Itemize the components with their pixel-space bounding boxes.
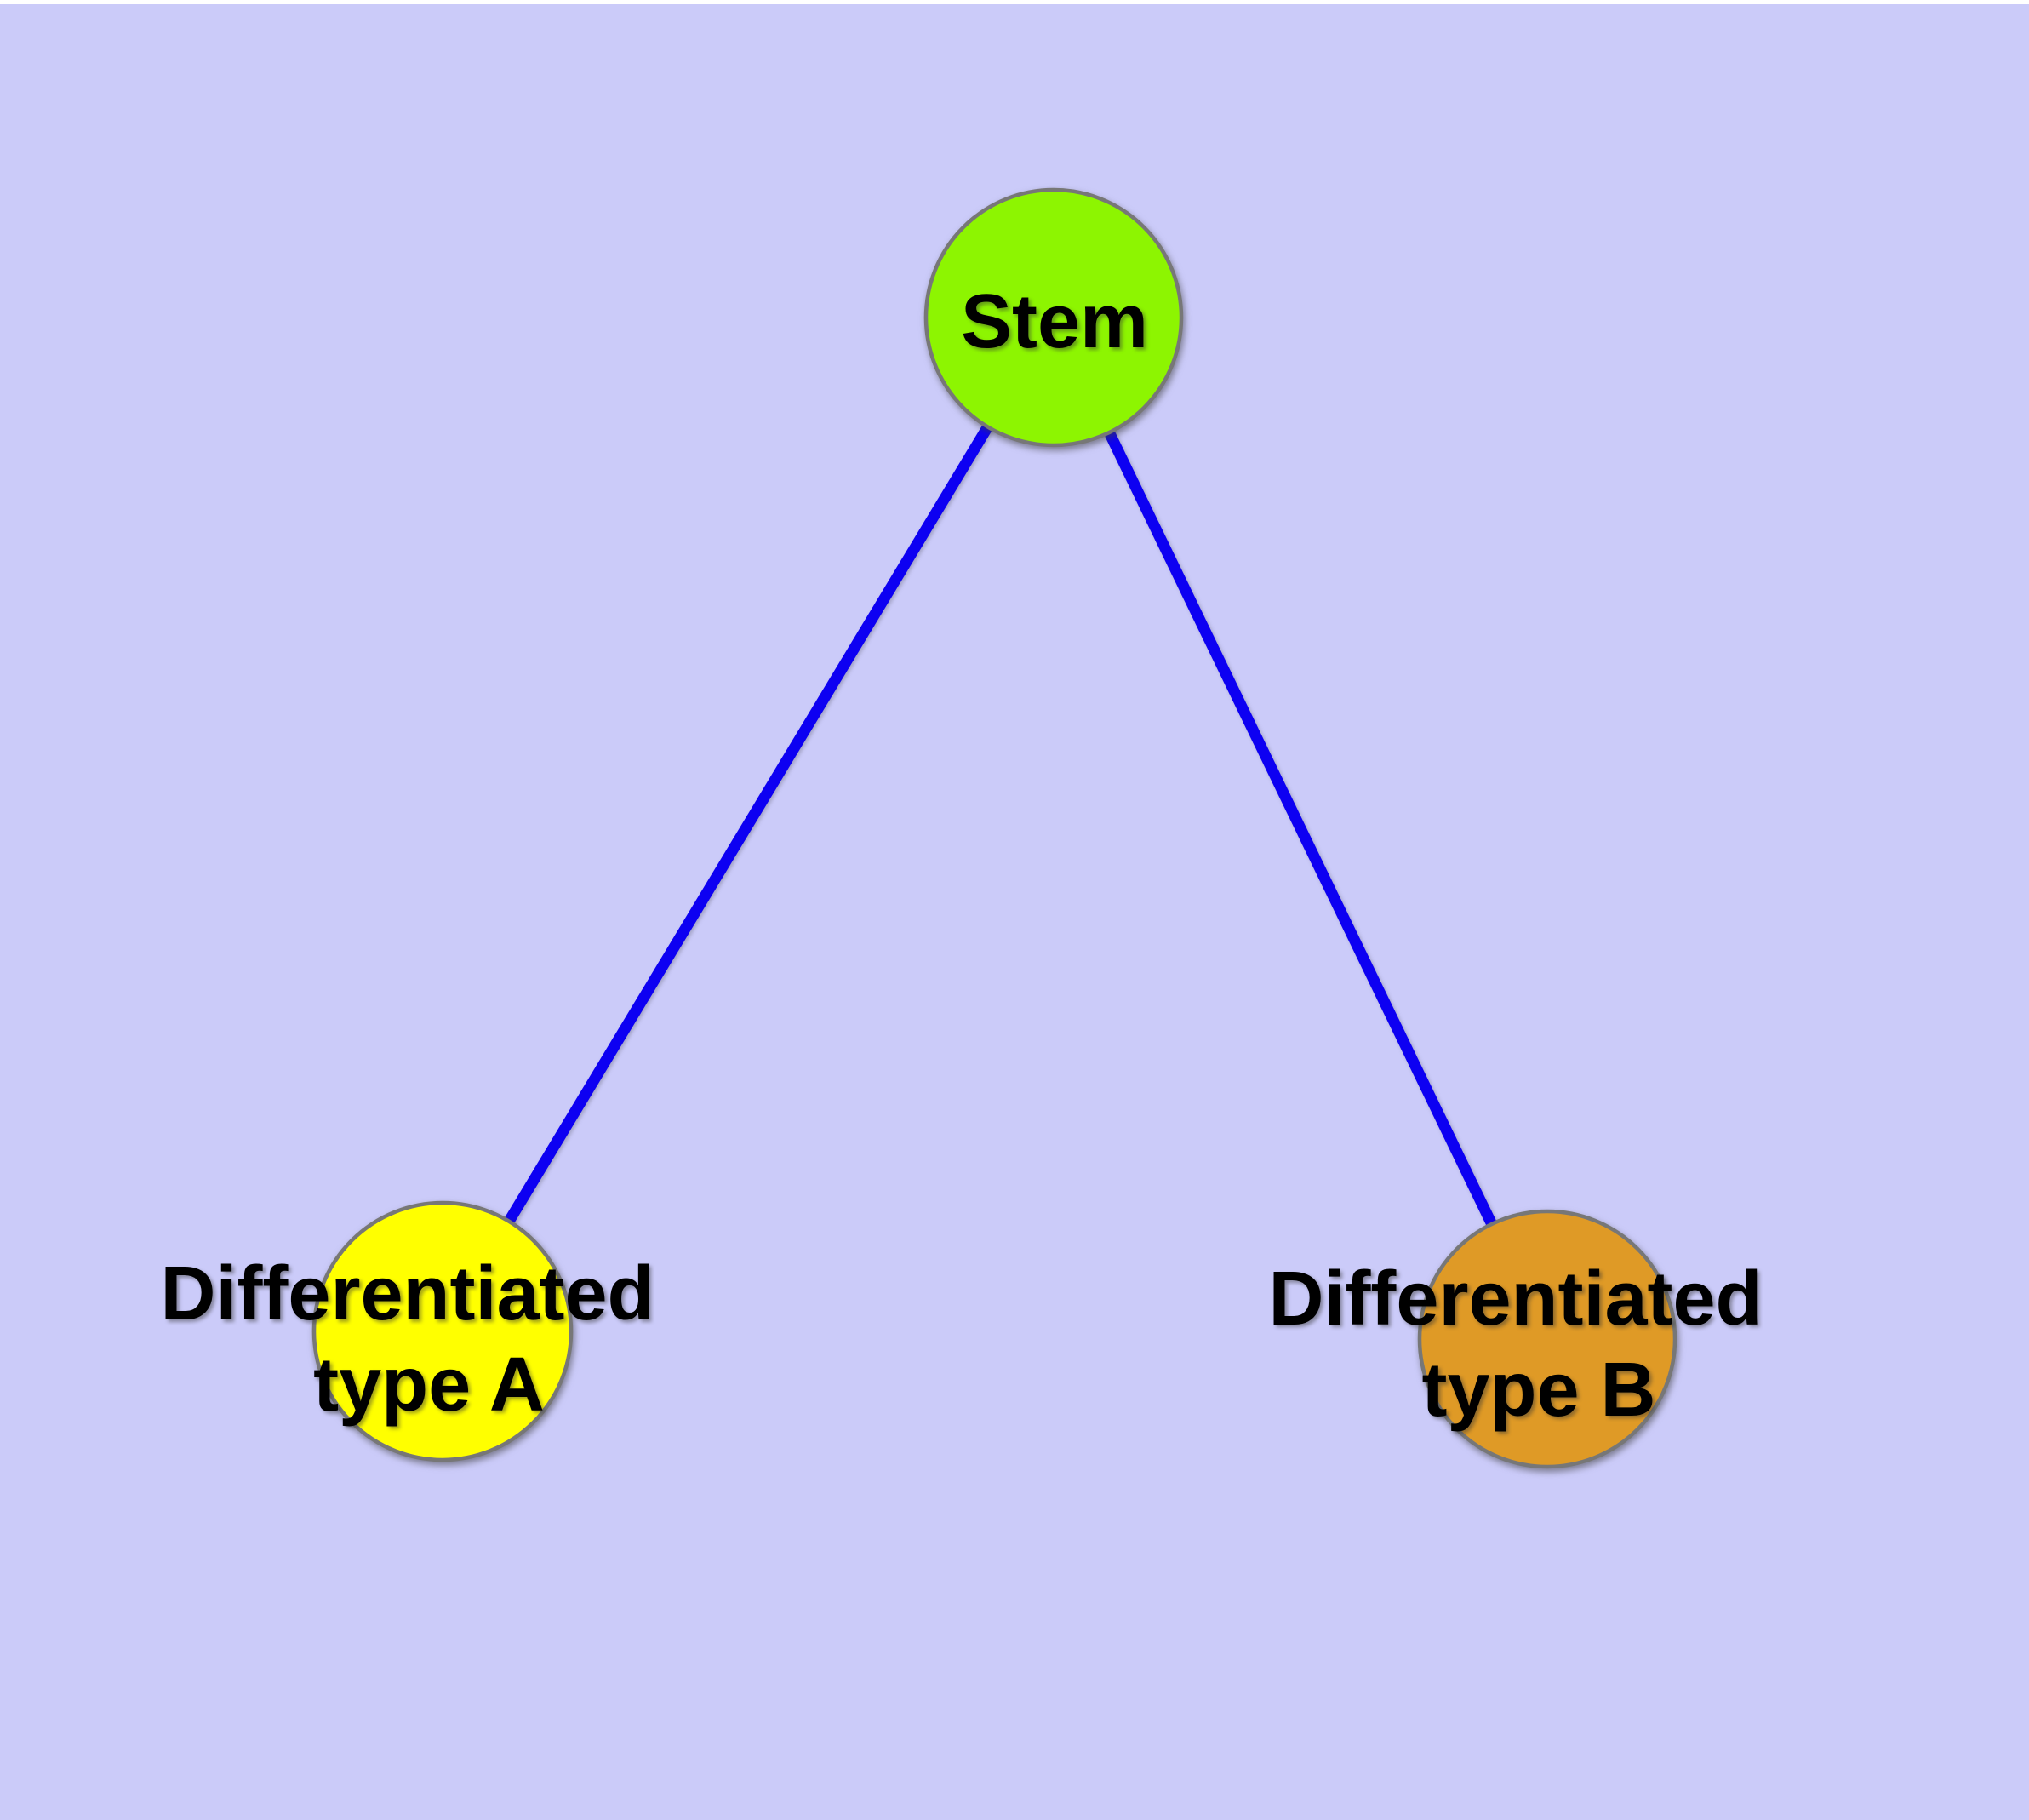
node-diff-type-b-circle xyxy=(1417,1209,1677,1469)
node-diff-type-b-label: Differentiated type B xyxy=(1268,1256,1783,1433)
node-diff-type-a-label-line1: Differentiated xyxy=(160,1251,654,1336)
edge-stem-to-type-b xyxy=(1049,315,1552,1342)
top-border-strip xyxy=(0,0,2029,4)
node-diff-type-b-label-line2: type B xyxy=(1421,1348,1655,1433)
node-diff-type-b-label-line1: Differentiated xyxy=(1268,1256,1762,1342)
node-diff-type-a-label: Differentiated type A xyxy=(160,1251,675,1428)
node-diff-type-a-label-line2: type A xyxy=(313,1342,545,1428)
node-diff-type-a-circle xyxy=(311,1200,574,1462)
node-stem-label: Stem xyxy=(961,279,1148,364)
edge-stem-to-type-a xyxy=(437,314,1059,1335)
node-stem-circle xyxy=(923,187,1184,448)
